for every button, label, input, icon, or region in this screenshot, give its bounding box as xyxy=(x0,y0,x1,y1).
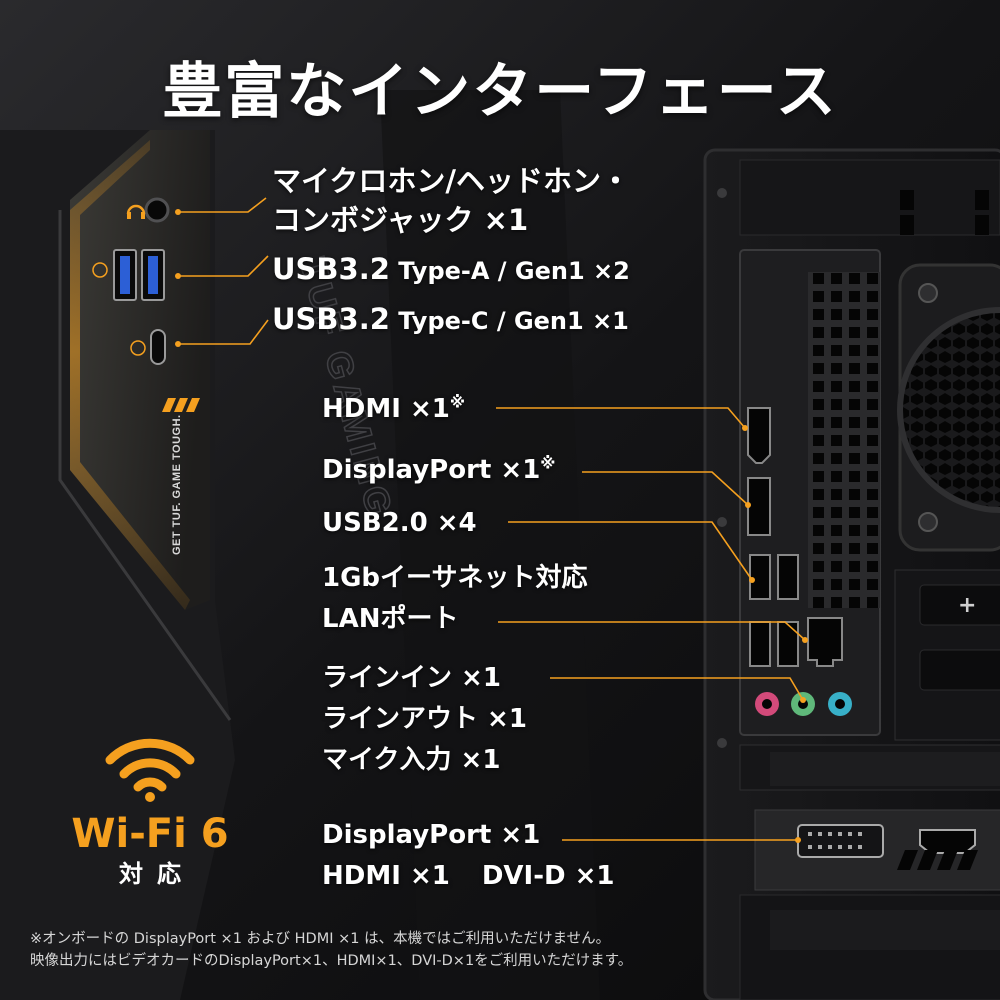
front-panel-glow xyxy=(70,140,190,610)
callout-lines xyxy=(178,197,806,841)
rear-usb2-port-2 xyxy=(777,554,799,600)
label-audio-jack: マイクロホン/ヘッドホン・ コンボジャック ×1 xyxy=(272,164,630,238)
label-usb-a-detail: Type-A / Gen1 ×2 xyxy=(389,257,630,285)
rear-lan-port xyxy=(807,617,843,667)
front-panel-edge xyxy=(58,210,232,721)
slot-screw-icon: + xyxy=(958,593,976,618)
wifi-name: Wi-Fi 6 xyxy=(71,811,229,857)
front-usb-c-port xyxy=(150,329,166,365)
label-rear-displayport-note: ※ xyxy=(540,454,556,473)
label-rear-hdmi: HDMI ×1※ xyxy=(322,394,465,425)
label-gpu-line1: DisplayPort ×1 xyxy=(322,820,541,850)
background-vertical-strip xyxy=(380,90,600,1000)
rear-usb-port-4 xyxy=(777,621,799,667)
callout-endpoints xyxy=(175,209,808,843)
label-rear-hdmi-text: HDMI ×1 xyxy=(322,394,450,424)
label-rear-displayport: DisplayPort ×1※ xyxy=(322,455,555,486)
label-rear-lan-line2: LANポート xyxy=(322,604,459,635)
label-rear-hdmi-note: ※ xyxy=(449,393,465,412)
label-usb-a-name: USB3.2 xyxy=(272,252,390,286)
front-panel-slogan: GET TUF. GAME TOUGH. xyxy=(171,414,183,555)
front-panel xyxy=(70,130,210,610)
label-usb-c-name: USB3.2 xyxy=(272,302,390,336)
gpu-vent-slots xyxy=(897,850,978,870)
label-gpu-hdmi: HDMI ×1 xyxy=(322,861,450,892)
gpu-dvi-port xyxy=(797,824,884,858)
label-rear-displayport-text: DisplayPort ×1 xyxy=(322,455,541,485)
label-rear-lan-line1: 1Gbイーサネット対応 xyxy=(322,563,588,593)
gpu-hdmi-port xyxy=(919,829,976,854)
label-gpu-dvi: DVI-D ×1 xyxy=(481,861,615,892)
footnote-line2: 映像出力にはビデオカードのDisplayPort×1、HDMI×1、DVI-D×… xyxy=(30,953,633,969)
label-rear-audio: ラインイン ×1 ラインアウト ×1 マイク入力 ×1 xyxy=(322,663,527,777)
hazard-stripes xyxy=(162,398,200,412)
label-rear-lan: 1Gbイーサネット対応 LANポート xyxy=(322,563,588,635)
rear-usb-port-3 xyxy=(749,621,771,667)
label-gpu-line2: HDMI ×1 DVI-D ×1 xyxy=(322,861,615,892)
label-rear-audio-line2: ラインアウト ×1 xyxy=(322,704,527,735)
footnote: ※オンボードの DisplayPort ×1 および HDMI ×1 は、本機で… xyxy=(30,928,980,972)
label-usb-a: USB3.2 Type-A / Gen1 ×2 xyxy=(272,252,630,287)
label-rear-audio-line1: ラインイン ×1 xyxy=(322,663,501,693)
wifi-badge: Wi-Fi 6 対応 xyxy=(60,730,240,890)
rear-displayport xyxy=(747,477,771,536)
label-audio-jack-line2: コンボジャック ×1 xyxy=(272,202,529,237)
page-title: 豊富なインターフェース xyxy=(162,57,838,127)
label-rear-usb2: USB2.0 ×4 xyxy=(322,508,477,538)
top-bracket xyxy=(739,159,1000,236)
footnote-line1: ※オンボードの DisplayPort ×1 および HDMI ×1 は、本機で… xyxy=(30,931,611,947)
usb-5gbps-icon xyxy=(92,262,108,278)
rear-usb2-port-1 xyxy=(749,554,771,600)
label-rear-audio-line3: マイク入力 ×1 xyxy=(322,745,501,776)
wifi-icon xyxy=(105,738,195,802)
usb-c-5gbps-icon xyxy=(130,340,146,356)
wifi-sub: 対応 xyxy=(119,860,195,888)
io-vent-grid xyxy=(808,272,880,608)
rear-hdmi-port xyxy=(747,407,771,464)
headset-icon xyxy=(126,204,146,219)
front-audio-jack xyxy=(144,197,170,223)
label-gpu-ports: DisplayPort ×1 HDMI ×1 DVI-D ×1 xyxy=(322,820,615,892)
label-audio-jack-line1: マイクロホン/ヘッドホン・ xyxy=(272,164,631,198)
label-usb-c-detail: Type-C / Gen1 ×1 xyxy=(389,307,629,335)
label-usb-c: USB3.2 Type-C / Gen1 ×1 xyxy=(272,302,629,337)
